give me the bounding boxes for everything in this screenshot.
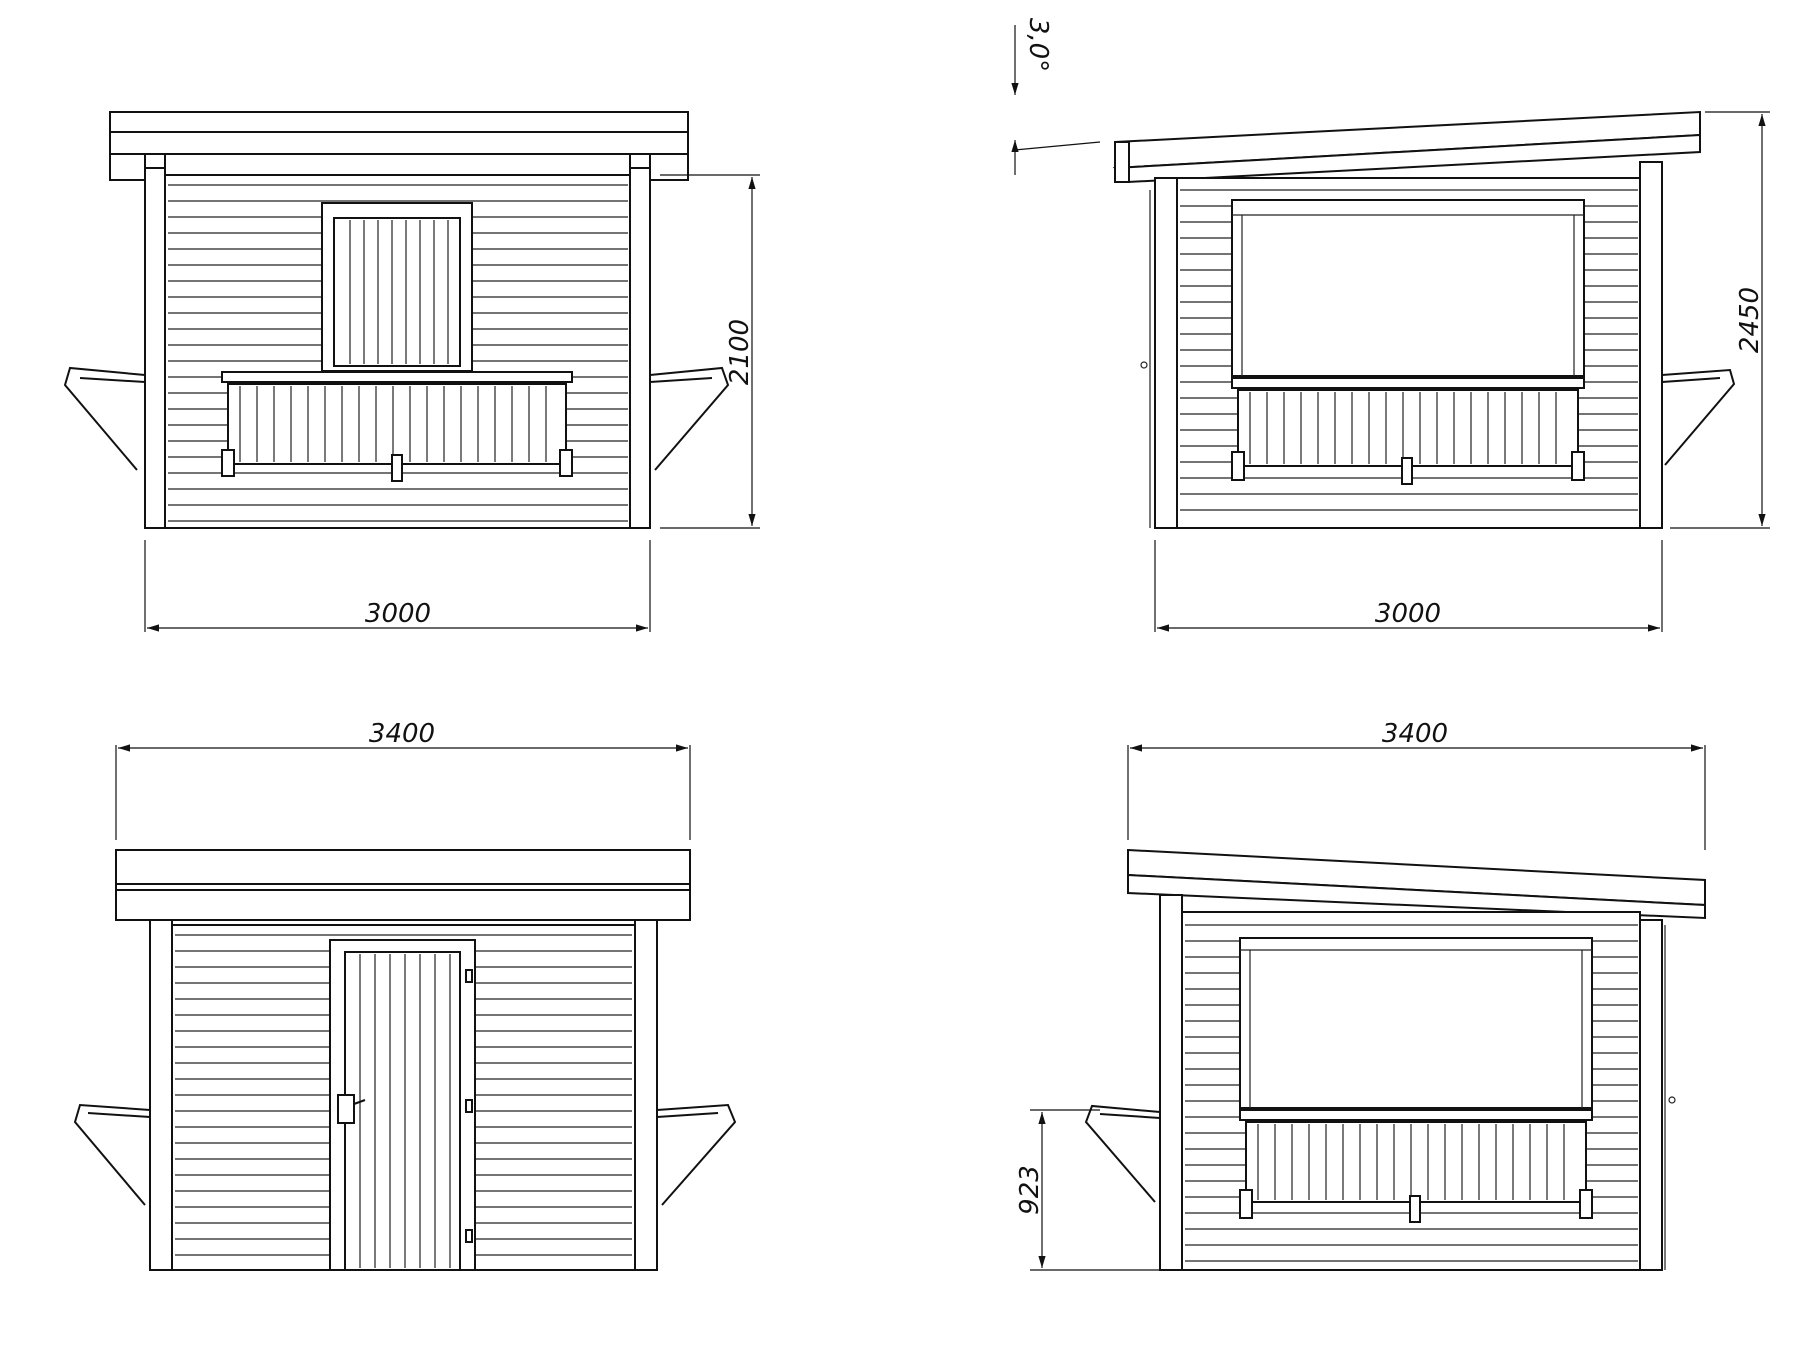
service-opening xyxy=(1231,199,1585,377)
front-height-label: 2100 xyxy=(725,319,755,385)
roof-angle-label: 3,0° xyxy=(1023,18,1053,72)
back-roof xyxy=(115,849,691,885)
counter-height-label: 923 xyxy=(1015,1165,1045,1215)
roof xyxy=(109,111,689,133)
side-view-bottom-right: 3400 923 xyxy=(1015,719,1706,1271)
front-view-top-left: 3000 2100 xyxy=(63,111,760,632)
left-post xyxy=(144,167,166,529)
side-service-opening xyxy=(1239,937,1593,1109)
back-width-label: 3400 xyxy=(369,719,435,749)
right-post xyxy=(629,167,651,529)
back-view-bottom-left: 3400 xyxy=(73,719,737,1271)
front-view-top-right: 3,0° 3000 2450 xyxy=(1011,18,1770,632)
overall-height-label: 2450 xyxy=(1735,287,1765,353)
side-width-label: 3400 xyxy=(1382,719,1448,749)
front-right-width-label: 3000 xyxy=(1375,599,1441,629)
door-handle xyxy=(337,1094,355,1124)
front-width-label: 3000 xyxy=(365,599,431,629)
